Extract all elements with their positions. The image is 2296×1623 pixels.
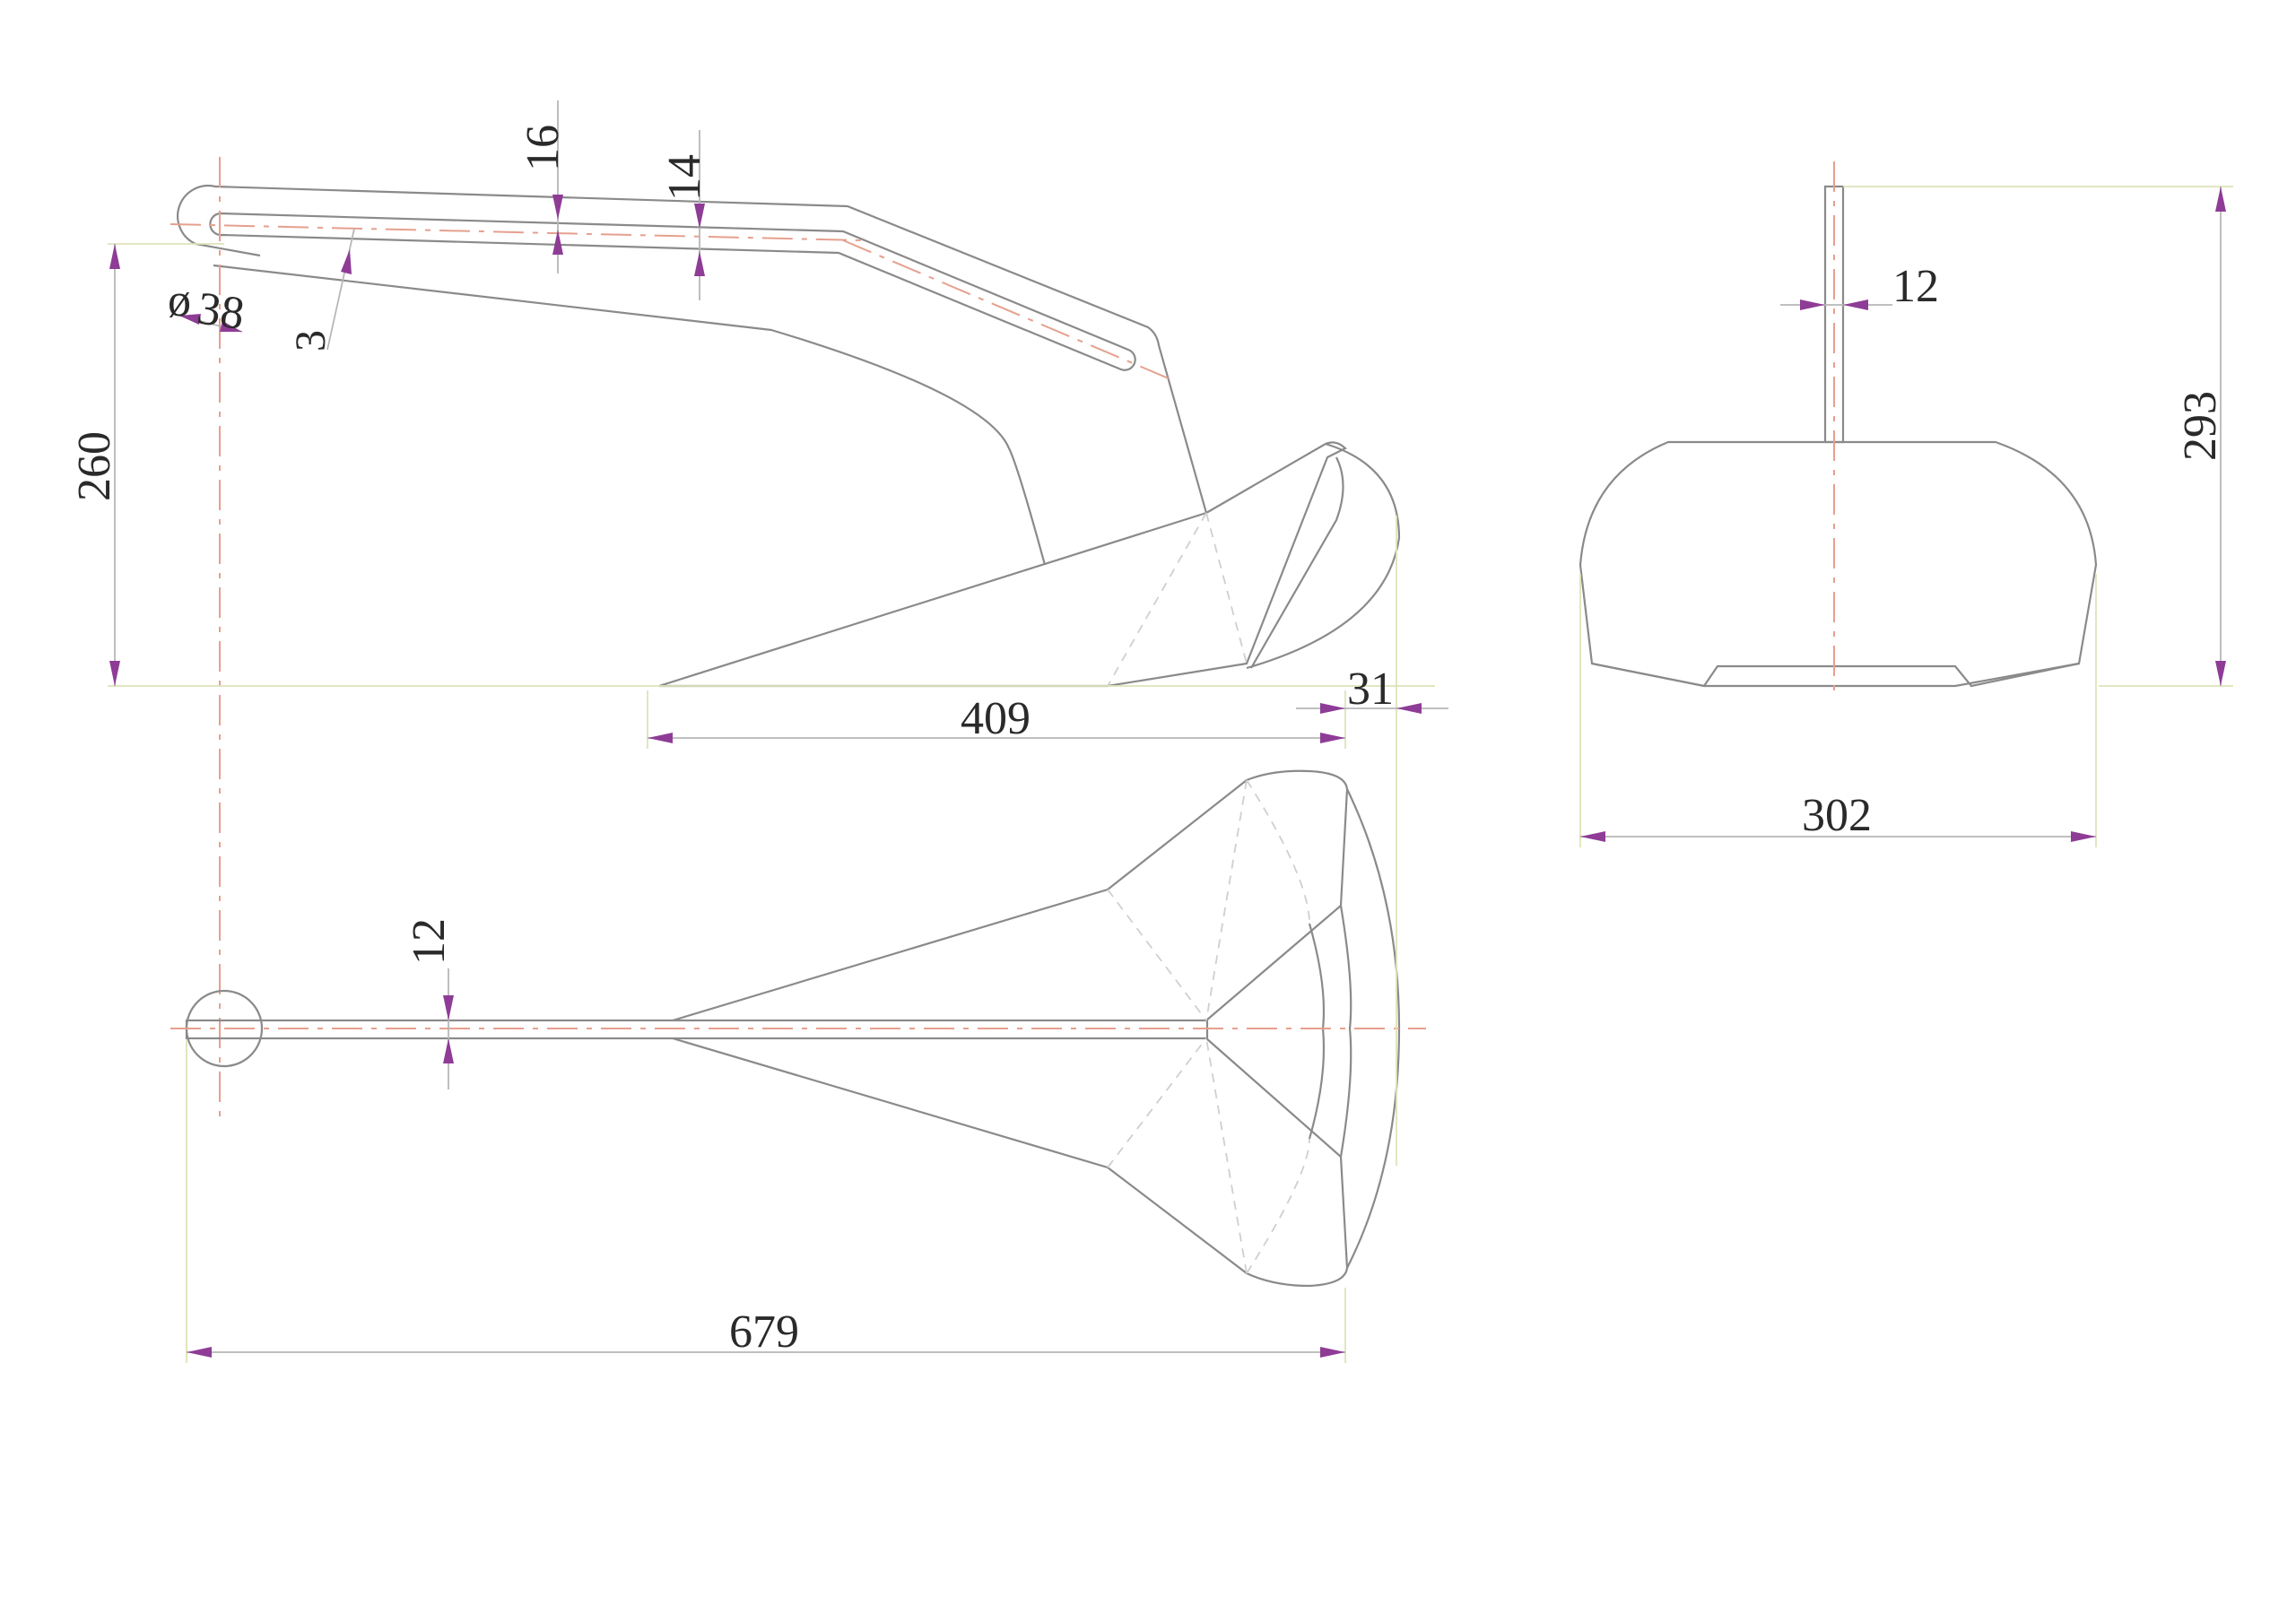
arrow-302-right <box>2071 831 2096 842</box>
side-centerline-slope <box>842 239 1176 382</box>
arrow-12end-left <box>1800 299 1825 310</box>
arrow-dia38-left <box>179 314 201 325</box>
arrow-293-top <box>2215 187 2226 212</box>
arrow-12plan-bottom <box>443 1038 454 1063</box>
dimension-lines <box>108 100 2233 1363</box>
arrow-679-left <box>187 1347 212 1358</box>
arrow-409-left <box>648 733 673 743</box>
end-fluke-lower <box>1591 662 2080 688</box>
fluke-side <box>658 441 1347 688</box>
shank-eye-outer <box>177 185 261 257</box>
fluke-hidden <box>1107 512 1248 687</box>
label-12-plan: 12 <box>404 918 455 965</box>
arrow-12end-right <box>1843 299 1868 310</box>
label-409: 409 <box>961 693 1031 744</box>
arrow-260-bottom <box>109 661 120 686</box>
dimension-labels: 16 14 3 ø 38 260 409 31 12 679 12 293 30… <box>69 125 2226 1358</box>
shank-slot <box>209 212 1136 371</box>
label-260: 260 <box>69 431 120 501</box>
arrow-260-top <box>109 244 120 269</box>
arrow-679-right <box>1320 1347 1345 1358</box>
label-dia-symbol: ø <box>168 275 191 326</box>
fluke-inner <box>1250 456 1344 669</box>
arrow-16-bottom <box>552 230 563 255</box>
label-dia38: 38 <box>194 282 247 340</box>
arrow-3 <box>341 249 352 274</box>
label-3: 3 <box>287 330 335 352</box>
arrow-409-right <box>1320 733 1345 743</box>
plan-view <box>170 516 1426 1288</box>
label-14: 14 <box>659 154 710 201</box>
end-fluke <box>1578 440 2098 688</box>
arrow-14-top <box>694 204 705 229</box>
arrow-14-bottom <box>694 251 705 276</box>
fluke-plan-hidden <box>1107 779 1310 1274</box>
arrow-dia38-right <box>220 321 242 332</box>
label-679: 679 <box>729 1306 799 1358</box>
label-16: 16 <box>517 125 569 171</box>
side-centerline-shank <box>170 223 862 241</box>
fluke-tip <box>1246 442 1401 670</box>
side-view <box>170 157 1401 1121</box>
shank-lower-edge <box>213 264 1047 566</box>
end-view <box>1578 161 2098 699</box>
label-302: 302 <box>1802 790 1872 841</box>
dimension-arrows <box>109 187 2226 1358</box>
label-31: 31 <box>1347 664 1394 715</box>
label-293: 293 <box>2175 391 2226 461</box>
shank-outline <box>214 185 1208 514</box>
arrow-31-right <box>1396 703 1422 714</box>
arrow-12plan-top <box>443 995 454 1020</box>
arrow-31-left <box>1320 703 1345 714</box>
label-12-end: 12 <box>1892 261 1939 312</box>
arrow-16-top <box>552 195 563 220</box>
fluke-plan <box>672 769 1349 1288</box>
arrow-293-bottom <box>2215 661 2226 686</box>
arrow-302-left <box>1580 831 1605 842</box>
fluke-plan-inner-rim <box>1308 905 1352 1158</box>
